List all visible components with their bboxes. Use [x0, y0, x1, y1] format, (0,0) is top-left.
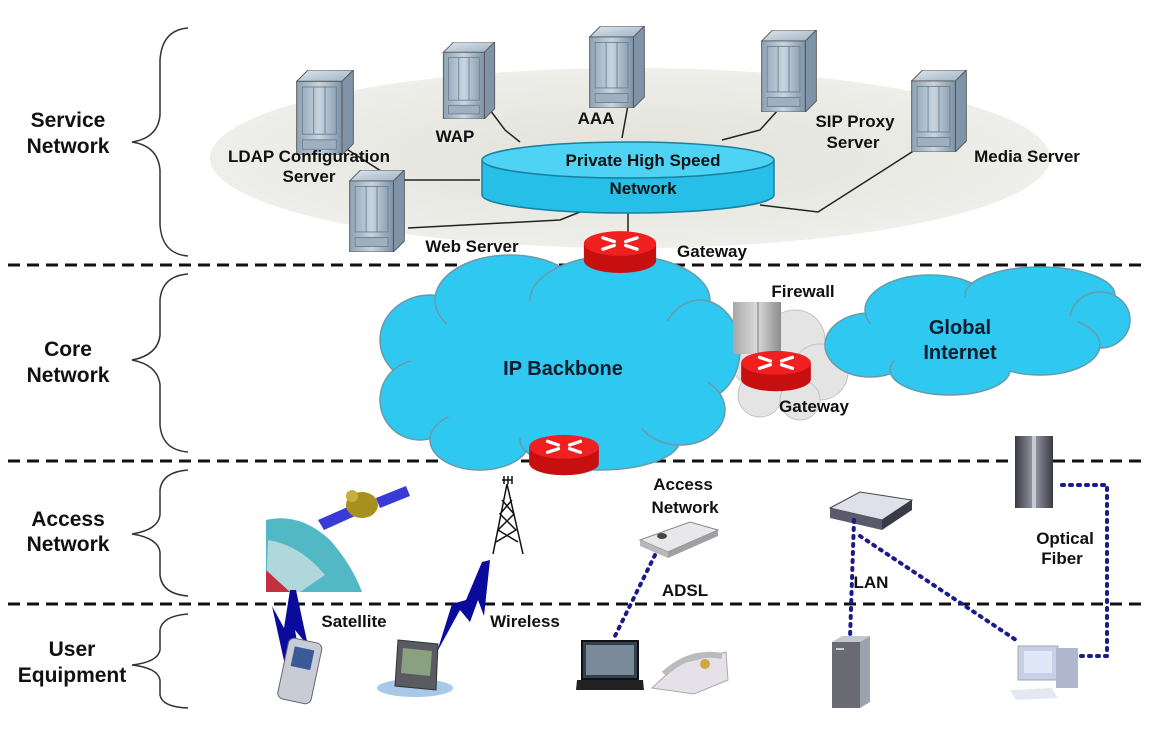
web-server-icon: [349, 170, 405, 252]
ldap-server-icon: [296, 70, 354, 155]
ip-backbone-label: IP Backbone: [503, 358, 623, 380]
adsl-label: ADSL: [662, 581, 708, 600]
aaa-label: AAA: [578, 109, 615, 128]
lan-switch-icon: [828, 491, 914, 530]
optical-fiber-link: [1060, 483, 1109, 658]
firewall-label: Firewall: [771, 282, 834, 301]
layer-braces: [131, 27, 189, 709]
sip-proxy-server-icon: [761, 30, 817, 112]
layer-label-user: User Equipment: [18, 638, 127, 687]
sip-proxy-label-2: Server: [827, 133, 880, 152]
global-internet-label-2: Internet: [923, 342, 997, 364]
brace-service: [131, 27, 189, 257]
satellite-icon: [318, 486, 410, 530]
satellite-label: Satellite: [321, 612, 386, 631]
firewall-icon: [733, 302, 781, 354]
svg-text:Network: Network: [27, 135, 110, 158]
lan-label: LAN: [854, 573, 889, 592]
brace-core: [131, 273, 189, 453]
svg-text:Core: Core: [44, 338, 92, 361]
sip-proxy-label-1: SIP Proxy: [815, 112, 895, 131]
desktop-pc-icon: [1010, 645, 1078, 700]
mobile-phone-icon: [277, 637, 323, 705]
private-high-speed-network: Private High Speed Network: [481, 141, 775, 214]
wap-server-icon: [442, 42, 496, 119]
web-server-label: Web Server: [425, 237, 519, 256]
pda-icon: [377, 639, 453, 697]
lan-link-pc: [858, 534, 1018, 642]
tower-server-icon: [832, 636, 870, 708]
svg-text:Access: Access: [31, 508, 105, 531]
adsl-link: [613, 553, 657, 638]
layer-label-core: Core Network: [27, 338, 110, 387]
telephone-icon: [650, 651, 729, 695]
svg-text:Private High Speed: Private High Speed: [566, 151, 721, 170]
aaa-server-icon: [589, 26, 645, 108]
lan-link-server: [848, 518, 856, 640]
laptop-icon: [576, 640, 644, 690]
access-network-label-1: Access: [653, 475, 713, 494]
media-server-icon: [911, 70, 967, 152]
svg-text:Network: Network: [609, 179, 677, 198]
media-server-label: Media Server: [974, 147, 1080, 166]
layer-label-service: Service Network: [27, 109, 110, 158]
brace-user: [131, 613, 189, 709]
adsl-modem-icon: [638, 521, 720, 558]
optical-fiber-unit-icon: [1015, 436, 1053, 508]
wap-label: WAP: [436, 127, 475, 146]
svg-text:Network: Network: [27, 533, 110, 556]
wireless-lightning-icon: [437, 560, 490, 652]
internet-gateway-router-icon: [739, 350, 813, 393]
svg-text:Equipment: Equipment: [18, 664, 127, 687]
service-gateway-label: Gateway: [677, 242, 747, 261]
optical-fiber-label-2: Fiber: [1041, 549, 1083, 568]
service-gateway-router-icon: [582, 230, 658, 275]
global-internet-label-1: Global: [929, 317, 991, 339]
ldap-server-label-1: LDAP Configuration: [228, 147, 390, 166]
dotted-links: [613, 483, 1109, 658]
satellite-dish-icon: [266, 518, 362, 592]
wireless-label: Wireless: [490, 612, 560, 631]
svg-text:User: User: [49, 638, 96, 661]
internet-gateway-label: Gateway: [779, 397, 849, 416]
radio-tower-icon: [492, 476, 524, 555]
ldap-server-label-2: Server: [283, 167, 336, 186]
optical-fiber-label-1: Optical: [1036, 529, 1094, 548]
brace-access: [131, 469, 189, 597]
svg-text:Network: Network: [27, 364, 110, 387]
access-network-label-2: Network: [651, 498, 719, 517]
access-gateway-router-icon: [527, 434, 601, 477]
layer-label-access: Access Network: [27, 508, 110, 556]
svg-text:Service: Service: [31, 109, 106, 132]
